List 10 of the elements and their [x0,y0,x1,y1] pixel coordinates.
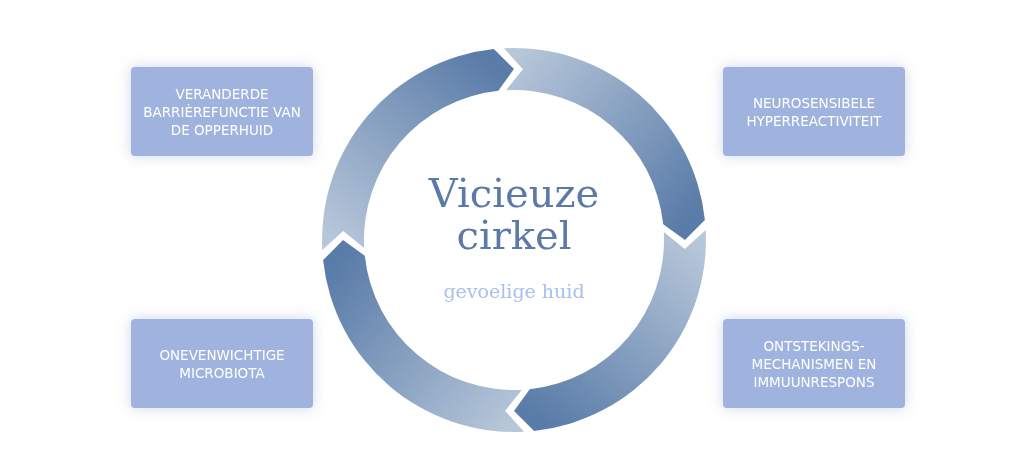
center-subheading: gevoelige huid [443,280,585,302]
factor-label: ONTSTEKINGS- MECHANISMEN EN IMMUUNRESPONS [750,336,878,391]
center-heading: Vicieuze cirkel [427,172,601,256]
factor-label: NEUROSENSIBELE HYPERREACTIVITEIT [745,93,883,130]
factor-box [723,319,905,408]
factor-label: ONEVENWICHTIGE MICROBIOTA [158,345,286,382]
factor-label: VERANDERDE BARRIÈREFUNCTIE VAN DE OPPERHUID [142,84,302,139]
factor-box [131,67,313,156]
factor-box [723,67,905,156]
factor-box [131,319,313,408]
